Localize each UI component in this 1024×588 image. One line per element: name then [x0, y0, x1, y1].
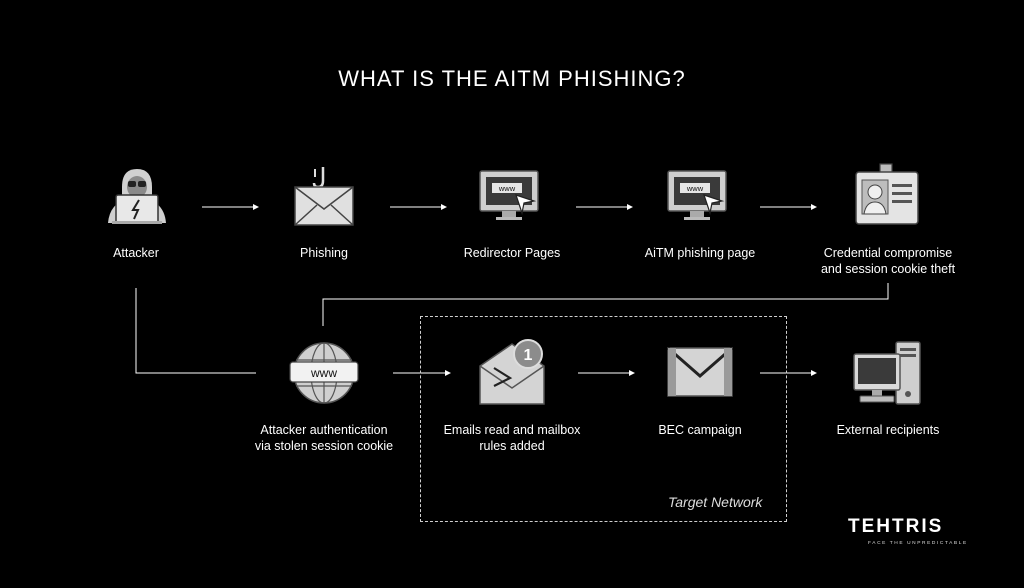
- node-attacker-label: Attacker: [113, 246, 159, 260]
- logo-tagline: FACE THE UNPREDICTABLE: [868, 541, 968, 546]
- mail-envelope-icon: [667, 346, 733, 397]
- badge-count: 1: [524, 347, 533, 364]
- hacker-icon: [108, 169, 166, 224]
- node-credential-label: Credential compromise and session cookie…: [788, 245, 988, 277]
- node-external-label: External recipients: [836, 423, 940, 437]
- open-mail-notification-icon: 1: [479, 339, 545, 405]
- desktop-computer-icon: [853, 341, 921, 405]
- www-text: www: [498, 184, 516, 193]
- node-auth-label: Attacker authentication via stolen sessi…: [224, 422, 424, 454]
- line-credential-auth: [322, 283, 889, 326]
- node-bec-label: BEC campaign: [658, 423, 742, 437]
- node-auth-line1: Attacker authentication: [260, 423, 388, 437]
- node-aitm-page-label: AiTM phishing page: [644, 246, 756, 260]
- node-credential-line1: Credential compromise: [823, 246, 953, 260]
- node-phishing-label: Phishing: [300, 246, 348, 260]
- node-emails-label: Emails read and mailbox rules added: [412, 422, 612, 454]
- globe-www-icon: www: [289, 342, 359, 404]
- node-emails-line2: rules added: [479, 439, 545, 453]
- id-badge-icon: [855, 163, 919, 225]
- target-network-box: [420, 316, 787, 522]
- phishing-envelope-icon: [294, 167, 354, 226]
- monitor-www-icon-2: www: [667, 170, 727, 220]
- www-text: www: [686, 184, 704, 193]
- node-emails-line1: Emails read and mailbox: [443, 423, 581, 437]
- logo-name: TEHTRIS: [848, 516, 944, 537]
- line-attacker-auth: [135, 288, 256, 374]
- node-auth-line2: via stolen session cookie: [254, 439, 394, 453]
- tehtris-logo: TEHTRIS FACE THE UNPREDICTABLE: [848, 516, 988, 546]
- target-network-label: Target Network: [668, 494, 763, 510]
- node-credential-line2: and session cookie theft: [820, 262, 956, 276]
- node-redirector-label: Redirector Pages: [463, 246, 561, 260]
- monitor-www-icon: www: [479, 170, 539, 220]
- www-text: www: [310, 366, 337, 380]
- page-title: WHAT IS THE AITM PHISHING?: [338, 66, 686, 91]
